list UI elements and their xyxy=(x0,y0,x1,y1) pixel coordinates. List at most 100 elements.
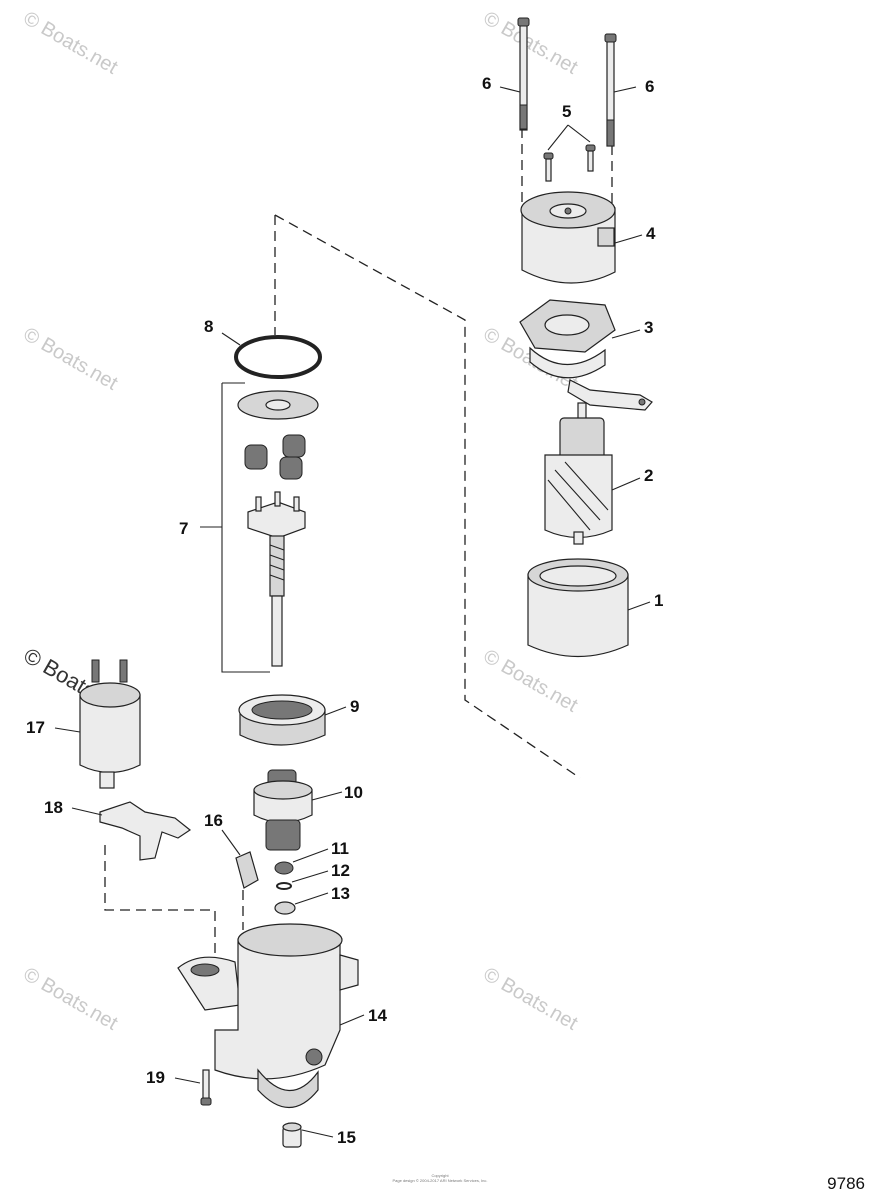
carrier-pin xyxy=(293,496,300,512)
callout-6-right: 6 xyxy=(645,77,654,96)
part-2-armature xyxy=(544,402,613,545)
shift-lever xyxy=(99,801,192,861)
leader-line xyxy=(291,870,329,883)
terminal-hole xyxy=(638,398,646,406)
part-5-screws xyxy=(543,144,596,182)
part-13-washer xyxy=(274,901,296,915)
part-3-brush-plate xyxy=(519,299,653,411)
bracket xyxy=(235,851,259,889)
part-1-field-frame xyxy=(527,558,629,658)
callout-10: 10 xyxy=(344,783,363,802)
callout-13: 13 xyxy=(331,884,350,903)
leader-line xyxy=(499,86,521,93)
brush-plate-center xyxy=(544,314,590,336)
footer-copyright: Copyright Page design © 2004-2017 ARI Ne… xyxy=(370,1173,510,1183)
commutator xyxy=(559,417,605,461)
part-15-bushing xyxy=(282,1122,302,1148)
callout-2: 2 xyxy=(644,466,653,485)
screw-head xyxy=(585,144,596,152)
leader-line xyxy=(294,892,329,905)
callout-15: 15 xyxy=(337,1128,356,1147)
planet-gear xyxy=(282,434,306,458)
part-10-drive-pinion xyxy=(253,769,313,851)
part-8-o-ring xyxy=(234,335,322,379)
screw-shank xyxy=(587,150,594,172)
end-cap-hole xyxy=(564,207,572,215)
armature-winding xyxy=(547,461,609,531)
callout-7: 7 xyxy=(179,519,188,538)
callout-1: 1 xyxy=(654,591,663,610)
leader-line xyxy=(54,727,81,733)
part-7-planetary-gear-assembly xyxy=(221,382,319,673)
parts-11-13-retainers xyxy=(274,861,296,915)
callout-14: 14 xyxy=(368,1006,387,1025)
solenoid-plunger xyxy=(99,771,115,789)
screw-shank xyxy=(545,158,552,182)
part-11-collar xyxy=(274,861,294,875)
shaft-splines xyxy=(269,544,285,581)
planet-gear xyxy=(244,444,268,470)
callout-19: 19 xyxy=(146,1068,165,1087)
leader-line xyxy=(627,601,651,611)
carrier-pin xyxy=(255,496,262,512)
callout-5: 5 xyxy=(562,102,571,121)
leader-line xyxy=(613,86,637,93)
field-frame-body xyxy=(527,574,629,658)
part-18-shift-lever xyxy=(99,801,192,861)
end-cap-tab xyxy=(597,227,615,247)
o-ring xyxy=(234,335,322,379)
bolt-head xyxy=(517,17,530,27)
leader-line xyxy=(221,332,241,346)
watermark: © Boats.net xyxy=(20,963,122,1035)
alignment-lines xyxy=(104,128,613,960)
assembly-bracket xyxy=(221,382,270,673)
alignment-line xyxy=(274,214,581,779)
bolt-head xyxy=(604,33,617,43)
leader-lines xyxy=(54,86,651,1138)
callout-4: 4 xyxy=(646,224,656,243)
pinion-top xyxy=(253,780,313,800)
screw-head xyxy=(200,1097,212,1106)
leader-line xyxy=(301,1129,334,1138)
screw-shank xyxy=(202,1069,210,1101)
field-frame-bore xyxy=(539,565,617,587)
leader-line xyxy=(614,234,643,244)
brush-holder xyxy=(529,346,606,379)
callout-9: 9 xyxy=(350,697,359,716)
brush-lead xyxy=(567,379,653,411)
part-17-solenoid xyxy=(79,659,141,789)
carrier-pin xyxy=(274,491,281,507)
part-4-end-cap xyxy=(520,191,616,284)
callout-11: 11 xyxy=(331,839,349,858)
diagram-id: 9786 xyxy=(827,1174,865,1193)
part-14-drive-housing xyxy=(177,923,359,1109)
part-12-snap-ring xyxy=(276,882,292,890)
planet-gear xyxy=(279,456,303,480)
watermark: © Boats.net xyxy=(480,7,582,79)
leader-line xyxy=(311,791,343,801)
footer-line-1: Copyright xyxy=(431,1173,449,1178)
callout-12: 12 xyxy=(331,861,350,880)
housing-top xyxy=(237,923,343,957)
solenoid-terminal xyxy=(119,659,128,683)
leader-line xyxy=(71,807,103,816)
part-6-through-bolts xyxy=(517,17,617,147)
part-19-screw xyxy=(200,1069,212,1106)
leader-line xyxy=(292,848,329,863)
bolt-thread xyxy=(606,119,615,147)
end-cap-body xyxy=(521,207,616,284)
leader-line xyxy=(611,329,641,339)
pinion-drive xyxy=(265,819,301,851)
screw-head xyxy=(543,152,554,160)
callout-8: 8 xyxy=(204,317,213,336)
housing-body xyxy=(214,939,341,1080)
footer-line-2: Page design © 2004-2017 ARI Network Serv… xyxy=(392,1178,488,1183)
watermark: © Boats.net xyxy=(20,323,122,395)
bolt-thread xyxy=(519,104,528,130)
solenoid-terminal xyxy=(91,659,100,683)
callout-17: 17 xyxy=(26,718,45,737)
part-9-ring-gear xyxy=(238,694,326,746)
part-16-bracket xyxy=(235,851,259,889)
leader-line xyxy=(324,706,347,716)
